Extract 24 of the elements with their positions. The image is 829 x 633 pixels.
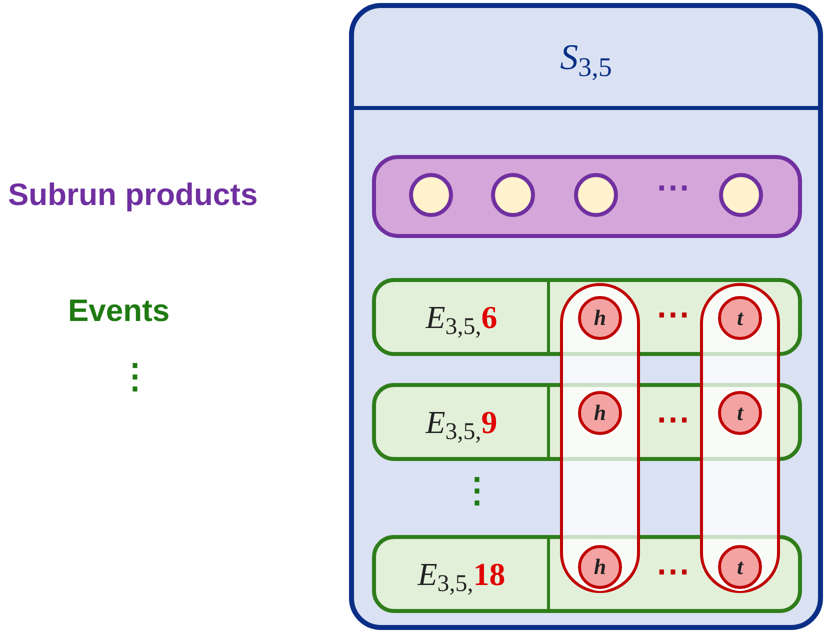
heading-text: S$_{3,5}$ — [560, 36, 612, 84]
band — [372, 155, 802, 238]
token-label: t — [736, 556, 744, 578]
row-label: Subrun products — [8, 176, 258, 214]
ellipsis: ⋮ — [118, 357, 152, 398]
circle — [574, 173, 618, 217]
event-label: E$_{3,5,}$18 — [418, 555, 506, 598]
ellipsis: ⋯ — [656, 171, 690, 205]
token-label: h — [594, 402, 606, 424]
row-label: Events — [68, 292, 170, 330]
ellipsis: ⋯ — [656, 298, 690, 332]
circle — [719, 173, 763, 217]
circle — [409, 173, 453, 217]
circle — [491, 173, 535, 217]
ellipsis: ⋮ — [460, 471, 494, 512]
token-label: t — [736, 402, 744, 424]
event-label: E$_{3,5,}$6 — [426, 298, 498, 341]
event-label: E$_{3,5,}$9 — [426, 403, 498, 446]
ellipsis: ⋯ — [656, 403, 690, 437]
token-label: h — [594, 556, 606, 578]
ellipsis: ⋯ — [656, 555, 690, 589]
token-label: t — [736, 307, 744, 329]
token-label: h — [594, 307, 606, 329]
container-box — [349, 3, 823, 630]
